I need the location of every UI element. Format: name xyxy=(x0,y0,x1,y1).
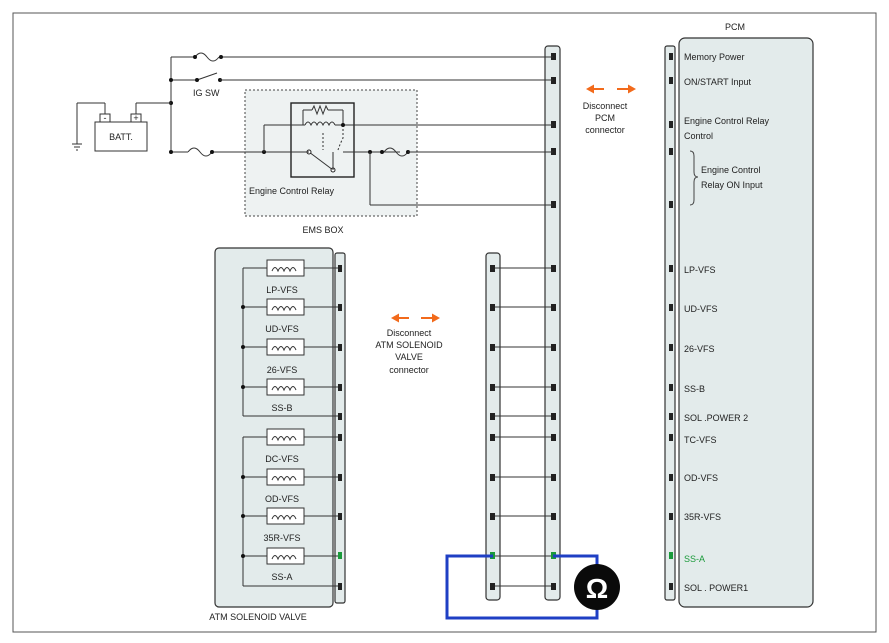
battery-label: BATT. xyxy=(109,132,133,142)
atm-disconnect-note: Disconnect xyxy=(387,328,432,338)
pcm-pin xyxy=(669,201,673,208)
pcm-label: 35R-VFS xyxy=(684,512,721,522)
pcm-pin xyxy=(669,513,673,520)
svg-text:-: - xyxy=(104,113,107,123)
ignition-switch-label: IG SW xyxy=(193,88,220,98)
pcm-label: Relay ON Input xyxy=(701,180,763,190)
solenoid-label: LP-VFS xyxy=(266,285,298,295)
pcm-pin xyxy=(669,583,673,590)
pcm-pin xyxy=(669,344,673,351)
pcm-label: SOL .POWER 2 xyxy=(684,413,748,423)
pcm-label: Engine Control Relay xyxy=(684,116,770,126)
pcm-label: 26-VFS xyxy=(684,344,715,354)
harness-connector-atm-side xyxy=(485,252,501,601)
atm-disconnect-note: VALVE xyxy=(395,352,423,362)
pcm-pin xyxy=(669,148,673,155)
ohmmeter-test-loop xyxy=(445,554,599,620)
memory-power-wire xyxy=(171,52,553,62)
pcm-label: ON/START Input xyxy=(684,77,752,87)
pcm-disconnect-arrows xyxy=(586,84,636,94)
solenoid-label: SS-B xyxy=(271,403,292,413)
ems-wiring xyxy=(169,123,553,206)
pcm-label: SOL . POWER1 xyxy=(684,583,748,593)
pcm-label: LP-VFS xyxy=(684,265,716,275)
atm-disconnect-arrows xyxy=(391,313,440,323)
pcm-pin xyxy=(669,265,673,272)
pcm-pin xyxy=(669,384,673,391)
pcm-pin xyxy=(669,413,673,420)
junction-dot xyxy=(169,78,173,82)
solenoid-label: UD-VFS xyxy=(265,324,299,334)
bracket-brace xyxy=(689,150,699,206)
svg-text:+: + xyxy=(133,113,138,123)
ohmmeter-icon xyxy=(574,564,620,610)
pcm-label-highlighted: SS-A xyxy=(684,554,705,564)
relay-internals xyxy=(302,104,344,173)
pcm-label: UD-VFS xyxy=(684,304,718,314)
pcm-pin xyxy=(669,77,673,84)
atm-disconnect-note: connector xyxy=(389,365,429,375)
solenoid-coils xyxy=(243,259,340,565)
ignition-switch xyxy=(171,72,553,82)
pcm-label: Control xyxy=(684,131,713,141)
pcm-connector-strip xyxy=(664,45,676,601)
pcm-disconnect-note: Disconnect xyxy=(583,101,628,111)
pcm-title: PCM xyxy=(725,22,745,32)
bus-junctions xyxy=(241,305,245,558)
solenoid-labels: LP-VFS UD-VFS 26-VFS SS-B DC-VFS OD-VFS … xyxy=(263,285,300,582)
pcm-label: TC-VFS xyxy=(684,435,717,445)
harness-wires xyxy=(493,267,553,587)
ems-box-title: EMS BOX xyxy=(302,225,343,235)
pcm-label: Memory Power xyxy=(684,52,745,62)
diagram-border xyxy=(12,12,877,633)
solenoid-label: SS-A xyxy=(271,572,292,582)
pcm-label: SS-B xyxy=(684,384,705,394)
solenoid-label: 35R-VFS xyxy=(263,533,300,543)
solenoid-label: OD-VFS xyxy=(265,494,299,504)
pcm-box xyxy=(678,37,814,608)
ohm-symbol: Ω xyxy=(586,573,608,604)
pcm-pins xyxy=(669,53,673,590)
pcm-disconnect-note: connector xyxy=(585,125,625,135)
pcm-pin xyxy=(669,121,673,128)
pcm-pin xyxy=(669,304,673,311)
atm-solenoid-valve-title: ATM SOLENOID VALVE xyxy=(209,612,307,622)
atm-connector-pins xyxy=(338,265,342,590)
harness-connector-pcm-side xyxy=(544,45,561,601)
engine-control-relay xyxy=(290,102,355,178)
battery: - + xyxy=(72,102,171,152)
pcm-labels: Memory Power ON/START Input Engine Contr… xyxy=(684,52,770,593)
engine-control-relay-label: Engine Control Relay xyxy=(249,186,335,196)
pcm-label: Engine Control xyxy=(701,165,761,175)
pcm-pin-highlighted xyxy=(669,552,673,559)
pcm-pin xyxy=(669,434,673,441)
pcm-disconnect-note: PCM xyxy=(595,113,615,123)
pcm-label: OD-VFS xyxy=(684,473,718,483)
pcm-pin xyxy=(669,474,673,481)
ems-box xyxy=(244,89,418,217)
atm-disconnect-note: ATM SOLENOID xyxy=(375,340,443,350)
solenoid-label: DC-VFS xyxy=(265,454,299,464)
solenoid-label: 26-VFS xyxy=(267,365,298,375)
pcm-pin xyxy=(669,53,673,60)
